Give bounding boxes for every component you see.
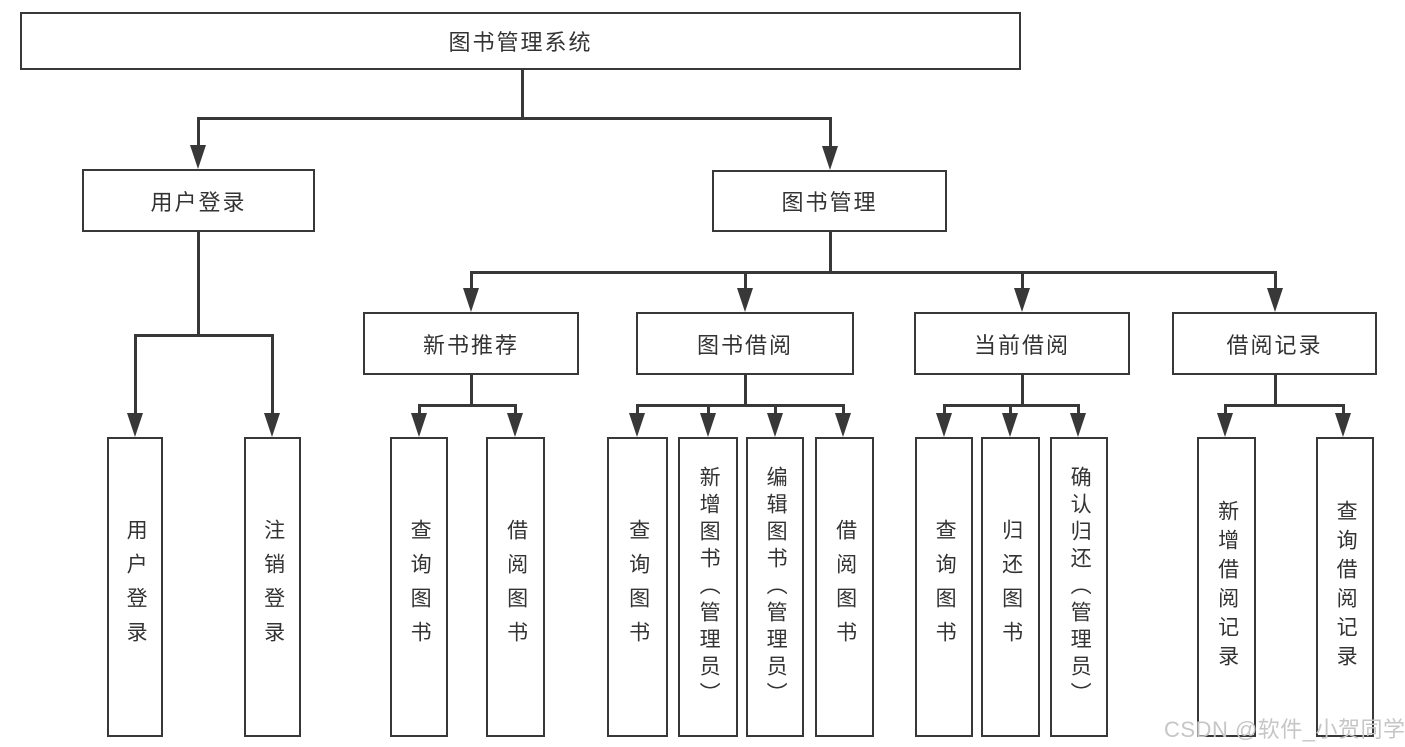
leaf-add-borrow-record: 新增借阅记录 (1197, 437, 1256, 737)
connector-line (470, 375, 473, 407)
arrow-down-icon (1070, 413, 1086, 437)
connector-line (707, 404, 710, 418)
node-user-login-label: 用户登录 (150, 189, 247, 215)
connector-line (197, 117, 831, 120)
connector-line (418, 404, 421, 418)
leaf-query-books-borrow: 查询图书 (607, 437, 668, 737)
arrow-down-icon (127, 413, 143, 437)
leaf-query-borrow-record: 查询借阅记录 (1316, 437, 1374, 737)
connector-line (470, 271, 1276, 274)
leaf-borrow-books-label: 借阅图书 (833, 519, 857, 655)
arrow-down-icon (936, 413, 952, 437)
leaf-confirm-return-admin: 确认归还（管理员） (1050, 437, 1108, 737)
leaf-add-book-admin: 新增图书（管理员） (678, 437, 738, 737)
arrow-down-icon (700, 413, 716, 437)
arrow-down-icon (767, 413, 783, 437)
arrow-down-icon (1014, 288, 1030, 312)
arrow-down-icon (463, 288, 479, 312)
arrow-down-icon (629, 413, 645, 437)
node-book-management: 图书管理 (712, 170, 947, 232)
connector-line (829, 117, 832, 149)
node-borrow-records: 借阅记录 (1172, 312, 1377, 375)
connector-line (521, 70, 524, 118)
leaf-query-borrow-record-label: 查询借阅记录 (1334, 500, 1358, 674)
connector-line (134, 334, 137, 418)
connector-line (1077, 404, 1080, 418)
leaf-query-books-label: 查询图书 (626, 519, 650, 655)
connector-line (1224, 404, 1227, 418)
connector-line (744, 271, 747, 293)
node-borrow-records-label: 借阅记录 (1226, 332, 1323, 358)
arrow-down-icon (1335, 413, 1351, 437)
connector-line (1342, 404, 1345, 418)
arrow-down-icon (1217, 413, 1233, 437)
connector-line (1274, 271, 1277, 293)
connector-line (943, 404, 946, 418)
connector-line (842, 404, 845, 418)
leaf-logout: 注销登录 (244, 437, 301, 737)
node-book-borrow: 图书借阅 (636, 312, 854, 375)
connector-line (636, 404, 844, 407)
node-book-borrow-label: 图书借阅 (696, 332, 793, 358)
arrow-down-icon (264, 413, 280, 437)
node-root: 图书管理系统 (20, 12, 1021, 70)
node-book-management-label: 图书管理 (781, 190, 878, 215)
csdn-watermark: CSDN @软件_小贺同学 (1164, 717, 1405, 742)
connector-line (744, 375, 747, 407)
arrow-down-icon (190, 145, 206, 169)
arrow-down-icon (822, 146, 838, 170)
arrow-down-icon (1267, 288, 1283, 312)
leaf-logout-label: 注销登录 (261, 519, 285, 655)
leaf-add-borrow-record-label: 新增借阅记录 (1215, 500, 1239, 674)
leaf-query-books-label: 查询图书 (933, 519, 957, 655)
leaf-edit-book-admin-label: 编辑图书（管理员） (764, 465, 788, 709)
connector-line (1274, 375, 1277, 407)
arrow-down-icon (411, 413, 427, 437)
leaf-user-login-label: 用户登录 (124, 519, 148, 655)
connector-line (1224, 404, 1344, 407)
leaf-borrow-books: 借阅图书 (815, 437, 874, 737)
leaf-borrow-books-label: 借阅图书 (504, 519, 528, 655)
node-user-login: 用户登录 (82, 169, 315, 232)
node-new-book-recommend: 新书推荐 (363, 312, 579, 375)
connector-line (134, 334, 274, 337)
arrow-down-icon (737, 288, 753, 312)
node-new-book-recommend-label: 新书推荐 (422, 332, 519, 358)
leaf-confirm-return-admin-label: 确认归还（管理员） (1068, 465, 1092, 709)
arrow-down-icon (507, 413, 523, 437)
leaf-return-books-label: 归还图书 (999, 519, 1023, 655)
connector-line (514, 404, 517, 418)
connector-line (271, 334, 274, 418)
connector-line (774, 404, 777, 418)
leaf-query-books-recommend: 查询图书 (390, 437, 448, 737)
node-current-borrow: 当前借阅 (914, 312, 1130, 375)
connector-line (197, 117, 200, 149)
leaf-query-books-label: 查询图书 (408, 519, 432, 655)
arrow-down-icon (835, 413, 851, 437)
leaf-return-books: 归还图书 (981, 437, 1040, 737)
arrow-down-icon (1002, 413, 1018, 437)
leaf-user-login: 用户登录 (107, 437, 163, 737)
connector-line (418, 404, 516, 407)
connector-line (197, 232, 200, 337)
node-root-label: 图书管理系统 (448, 30, 593, 55)
connector-line (1021, 271, 1024, 293)
connector-line (470, 271, 473, 293)
leaf-edit-book-admin: 编辑图书（管理员） (746, 437, 804, 737)
connector-line (829, 232, 832, 274)
leaf-borrow-books-recommend: 借阅图书 (486, 437, 545, 737)
leaf-query-books-current: 查询图书 (915, 437, 973, 737)
connector-line (1021, 375, 1024, 407)
connector-line (636, 404, 639, 418)
node-current-borrow-label: 当前借阅 (973, 332, 1070, 358)
connector-line (1009, 404, 1012, 418)
leaf-add-book-admin-label: 新增图书（管理员） (697, 465, 721, 709)
